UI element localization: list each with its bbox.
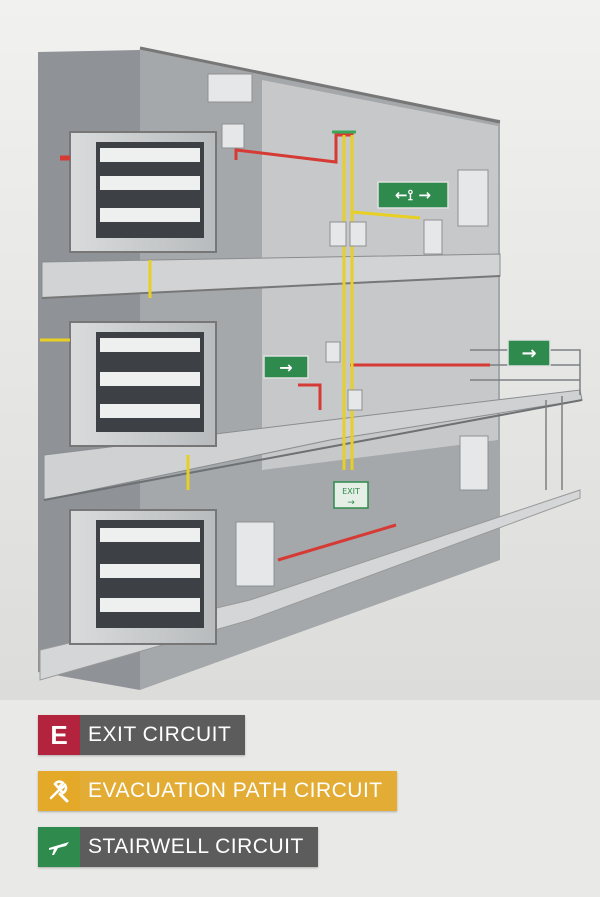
legend-evacuation-path-circuit: EVACUATION PATH CIRCUIT bbox=[38, 771, 397, 811]
floor-slab-upper bbox=[41, 253, 501, 299]
exit-sign-ground-line2: → bbox=[347, 498, 355, 508]
legend-stairwell-label: STAIRWELL CIRCUIT bbox=[80, 827, 318, 867]
floor-slab-middle bbox=[43, 389, 583, 501]
legend-exit-label: EXIT CIRCUIT bbox=[80, 715, 246, 755]
tools-icon bbox=[38, 771, 80, 811]
letter-e-icon: E bbox=[38, 715, 80, 755]
legend-exit-circuit: E EXIT CIRCUIT bbox=[38, 715, 246, 755]
junction-boxes bbox=[207, 73, 489, 587]
plane-icon bbox=[38, 827, 80, 867]
evacuation-path-wiring bbox=[40, 135, 421, 490]
exit-sign-balcony-text: → bbox=[521, 343, 536, 364]
legend-evacuation-label: EVACUATION PATH CIRCUIT bbox=[80, 771, 397, 811]
exit-sign-middle-text: → bbox=[279, 358, 292, 377]
exit-sign-middle: → bbox=[263, 355, 309, 379]
electrical-cabinet-bottom bbox=[69, 509, 217, 645]
exit-sign-balcony: → bbox=[507, 339, 551, 367]
electrical-cabinet-top bbox=[69, 131, 217, 253]
exit-sign-ground: EXIT → bbox=[333, 481, 369, 509]
exit-sign-upper: ←⟟ → bbox=[377, 181, 449, 209]
building-section-illustration: ←⟟ → → → EXIT → bbox=[0, 0, 600, 700]
exit-sign-ground-line1: EXIT bbox=[342, 487, 360, 496]
exit-sign-upper-text: ←⟟ → bbox=[395, 186, 431, 204]
legend-stairwell-circuit: STAIRWELL CIRCUIT bbox=[38, 827, 318, 867]
electrical-cabinet-middle bbox=[69, 321, 217, 447]
